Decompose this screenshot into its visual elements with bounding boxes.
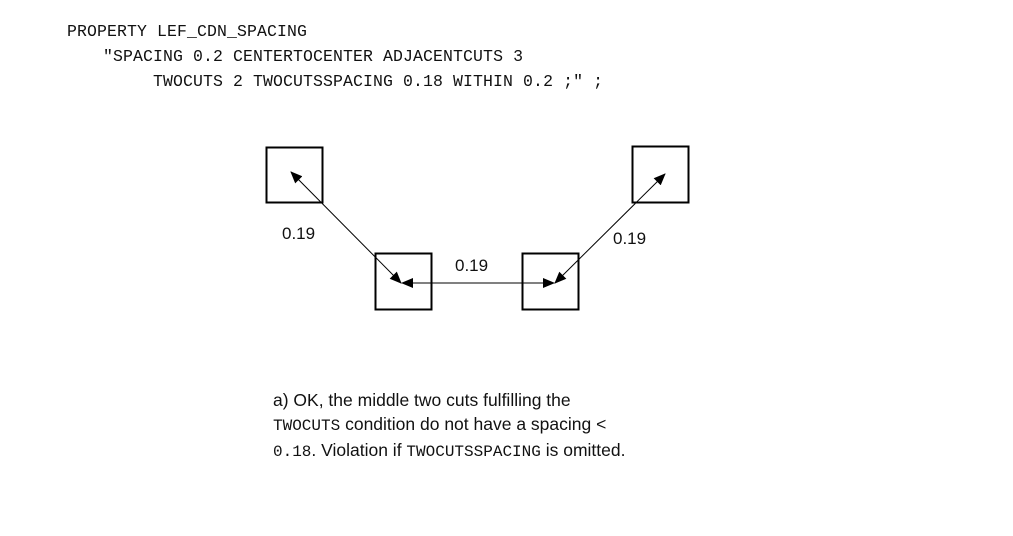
caption-keyword-twocutsspacing: TWOCUTSSPACING [406,443,541,461]
cut-middle-right [521,252,580,311]
cut-middle-left [374,252,433,311]
caption-text-3: . Violation if [311,440,407,460]
code-line-3: TWOCUTS 2 TWOCUTSSPACING 0.18 WITHIN 0.2… [153,72,604,91]
caption-text-2: condition do not have a spacing < [340,414,607,434]
spacing-label-left: 0.19 [282,224,316,243]
caption-text-4: is omitted. [540,440,626,460]
code-line-1: PROPERTY LEF_CDN_SPACING [67,22,308,41]
spacing-arrow-right [554,173,666,284]
caption-number: 0.18 [273,443,312,461]
spacing-label-right: 0.19 [613,229,647,248]
figure-caption: a) OK, the middle two cuts fulfilling th… [273,388,625,464]
caption-keyword-twocuts: TWOCUTS [273,417,341,435]
caption-text-1: a) OK, the middle two cuts fulfilling th… [273,390,571,410]
spacing-arrow-left [290,171,402,284]
cut-top-right [631,145,690,204]
spacing-label-middle: 0.19 [455,256,489,275]
code-line-2: "SPACING 0.2 CENTERTOCENTER ADJACENTCUTS… [103,47,524,66]
